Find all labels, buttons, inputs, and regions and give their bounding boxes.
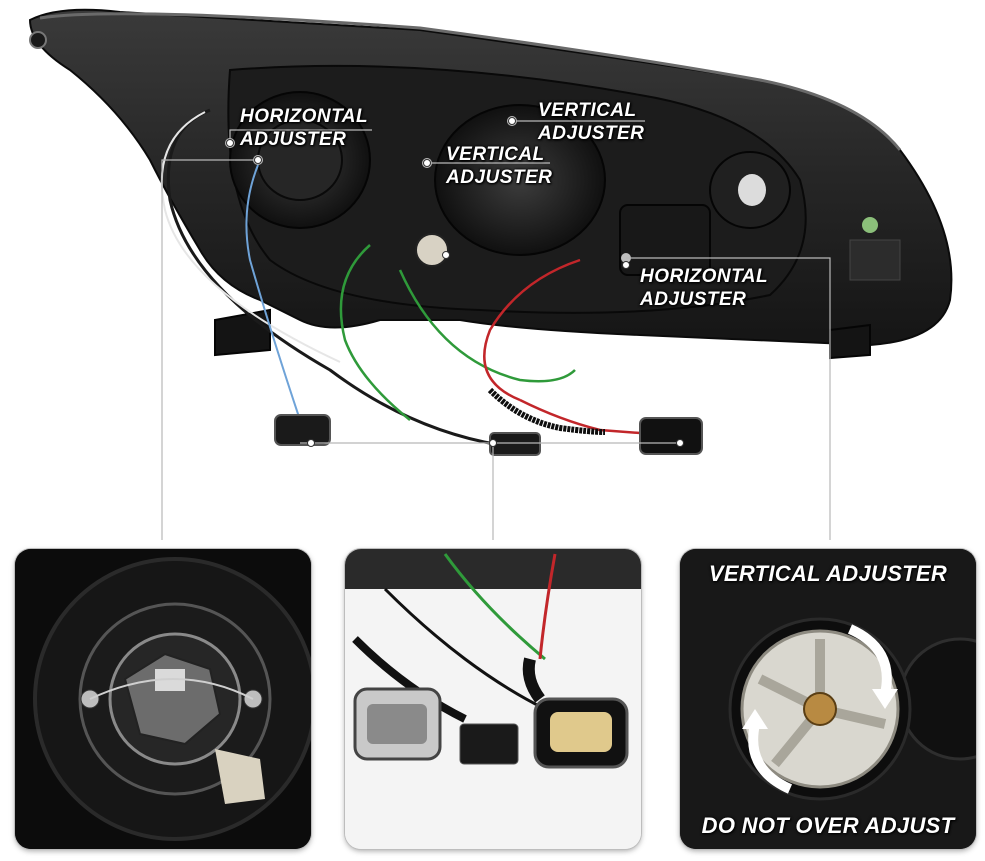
callout-line2: ADJUSTER <box>240 129 347 150</box>
callout-vertical-adjuster-mid: VERTICAL ADJUSTER <box>446 143 552 189</box>
callout-vertical-adjuster-top: VERTICAL ADJUSTER <box>538 99 644 145</box>
callout-horizontal-adjuster-right: HORIZONTAL ADJUSTER <box>640 265 768 311</box>
callout-line1: VERTICAL <box>446 144 545 165</box>
callout-line2: ADJUSTER <box>538 123 645 144</box>
inset-bulb-socket <box>15 549 311 849</box>
inset-connectors <box>345 549 641 849</box>
callout-line2: ADJUSTER <box>446 167 553 188</box>
callout-line2: ADJUSTER <box>640 289 747 310</box>
headlight-rear-view <box>28 8 953 540</box>
vertical-adjuster-title: VERTICAL ADJUSTER <box>708 561 948 586</box>
inset-vertical-adjuster: VERTICAL ADJUSTER DO NOT OVER ADJUST <box>680 549 976 849</box>
connectors-photo <box>345 549 641 849</box>
callout-horizontal-adjuster-left: HORIZONTAL ADJUSTER <box>240 105 368 151</box>
vertical-adjuster-photo <box>680 549 976 849</box>
over-adjust-warning: DO NOT OVER ADJUST <box>701 813 955 838</box>
bulb-socket-photo <box>15 549 311 849</box>
callout-line1: VERTICAL <box>538 100 637 121</box>
callout-line1: HORIZONTAL <box>240 106 369 127</box>
callout-line1: HORIZONTAL <box>640 266 769 287</box>
